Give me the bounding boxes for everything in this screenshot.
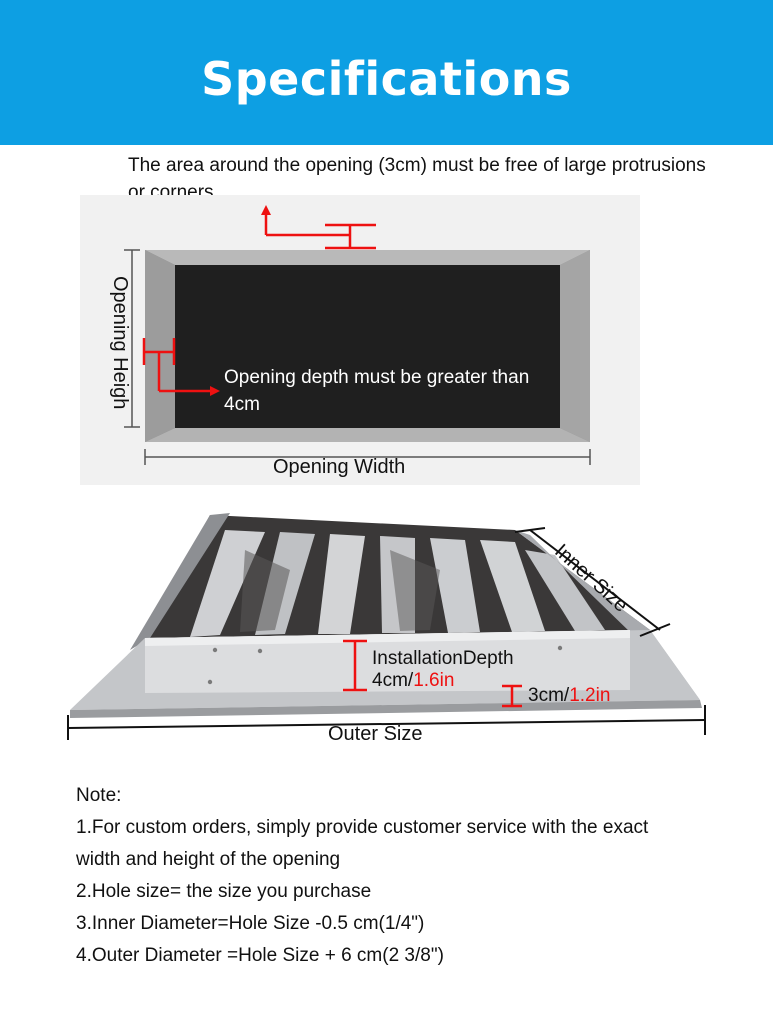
header-banner: Specifications (0, 0, 773, 145)
depth-arrow-head (210, 386, 220, 396)
flange-left (130, 513, 230, 650)
note-line-3: 3.Inner Diameter=Hole Size -0.5 cm(1/4") (76, 913, 425, 934)
flange-edge (70, 700, 702, 718)
frame-bevel-left (145, 250, 175, 442)
notes-title: Note: (76, 785, 122, 806)
opening-height-label: Opening Heigh (109, 276, 131, 410)
inner-size-line (529, 529, 661, 631)
frame-bevel-top (145, 250, 590, 265)
frame-bevel-right (560, 250, 590, 442)
opening-dark (175, 265, 560, 428)
front-plate (145, 630, 630, 693)
louver-blades (190, 530, 605, 637)
opening-depth-note: Opening depth must be greater than 4cm (224, 367, 530, 415)
opening-width-label: Opening Width (273, 456, 406, 478)
flange-depth-value: 3cm/1.2in (528, 685, 611, 706)
note-line-2: 2.Hole size= the size you purchase (76, 881, 372, 902)
page-title: Specifications (201, 52, 572, 106)
installation-depth-label: InstallationDepth (372, 648, 514, 669)
outer-size-label: Outer Size (328, 723, 423, 745)
clearance-arrow-head (261, 205, 271, 215)
frame-bevel-bottom (145, 428, 590, 442)
louver-diagram (67, 513, 706, 740)
note-line-1a: 1.For custom orders, simply provide cust… (76, 817, 649, 838)
notes-section: Note: 1.For custom orders, simply provid… (76, 780, 756, 972)
note-line-1b: width and height of the opening (76, 849, 341, 870)
opening-diagram (80, 195, 640, 485)
note-line-4: 4.Outer Diameter =Hole Size + 6 cm(2 3/8… (76, 945, 444, 966)
outer-size-line (67, 719, 706, 729)
installation-depth-value: 4cm/1.6in (372, 670, 455, 691)
